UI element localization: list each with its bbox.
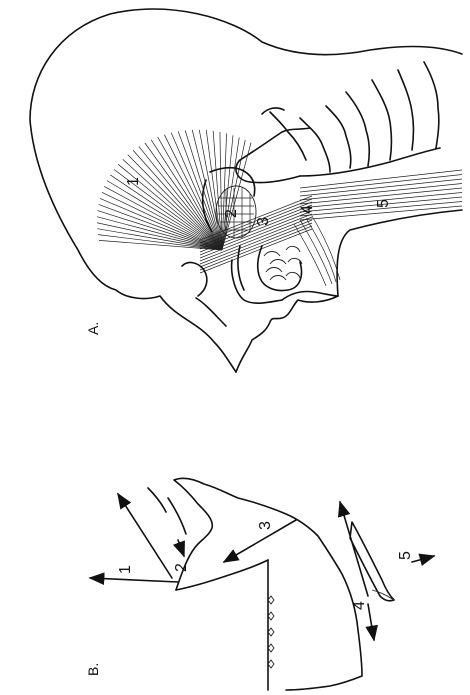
panel-b: 1 2 3 4 5 B. [85,478,434,690]
face-outline [236,296,338,372]
panel-a: 1 2 3 4 5 A. [30,9,462,372]
vector-4b-arrow [340,502,368,596]
head-outline [30,9,462,372]
vector-4-arrow [368,604,374,640]
panel-a-label-2: 2 [223,209,240,218]
cervical-vertebrae [236,62,440,183]
panel-b-title: B. [85,663,101,676]
panel-b-label-1: 1 [117,565,134,574]
neck-outline [337,210,462,296]
panel-b-label-4: 4 [351,601,368,610]
vector-1-arrow [90,578,178,582]
panel-b-label-5: 5 [397,551,414,560]
panel-a-label-4: 4 [299,205,316,214]
panel-a-title: A. [85,322,101,335]
mandible-teeth-edge [268,596,274,668]
force-arrows [90,494,434,640]
panel-a-label-5: 5 [375,199,392,208]
hyoid-structure [350,522,394,601]
vector-5-arrow [412,556,434,562]
panel-a-label-3: 3 [255,217,272,226]
panel-b-label-2: 2 [173,563,190,572]
panel-b-label-3: 3 [257,521,274,530]
panel-a-label-1: 1 [125,177,142,186]
vector-2-arrow [178,540,184,556]
